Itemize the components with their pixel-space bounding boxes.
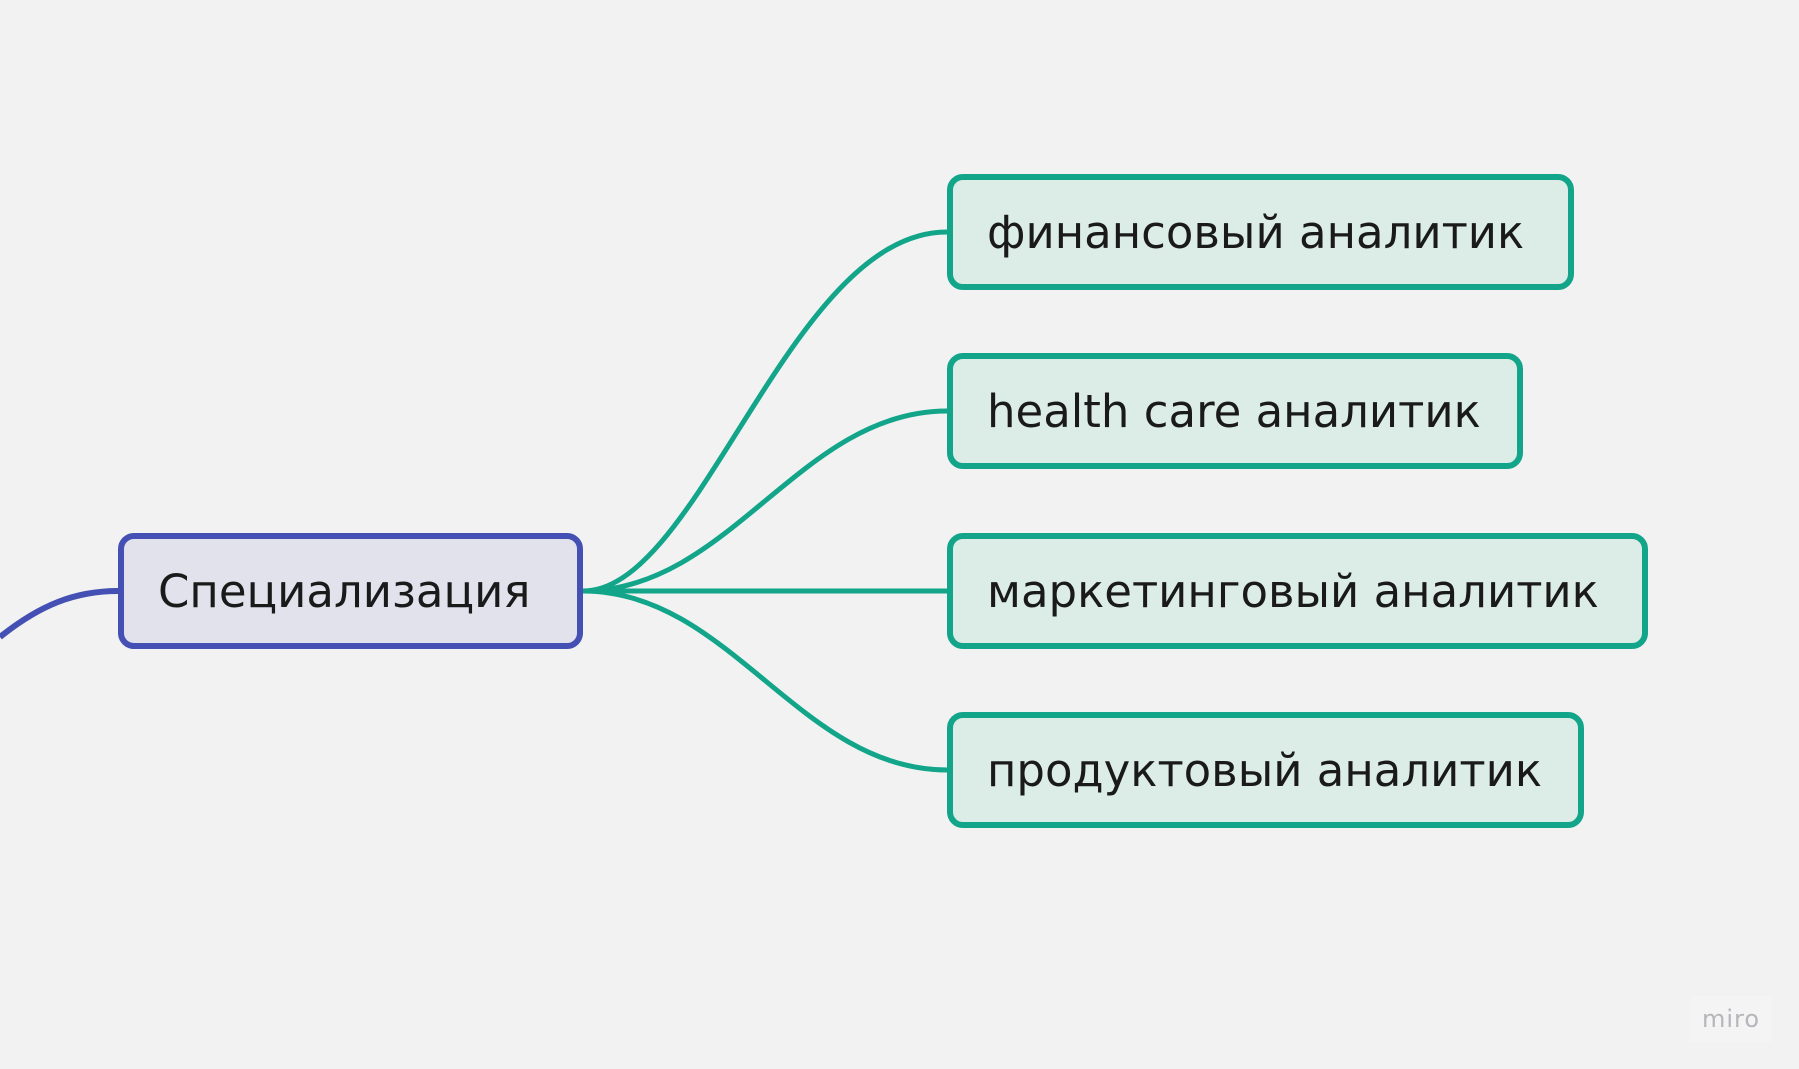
child-node-label: продуктовый аналитик [987,743,1543,797]
child-node-label: маркетинговый аналитик [987,564,1599,618]
child-node-financial[interactable]: финансовый аналитик [947,174,1574,290]
child-node-product[interactable]: продуктовый аналитик [947,712,1584,828]
child-node-label: финансовый аналитик [987,205,1525,259]
connector-1 [582,229,948,594]
child-node-healthcare[interactable]: health care аналитик [947,353,1523,469]
parent-connector [0,588,119,640]
miro-watermark: miro [1690,996,1772,1042]
connector-2 [582,408,948,594]
connector-4 [582,588,948,773]
child-node-label: health care аналитик [987,384,1481,438]
root-node[interactable]: Специализация [118,533,583,649]
root-node-label: Специализация [158,564,531,618]
child-node-marketing[interactable]: маркетинговый аналитик [947,533,1648,649]
